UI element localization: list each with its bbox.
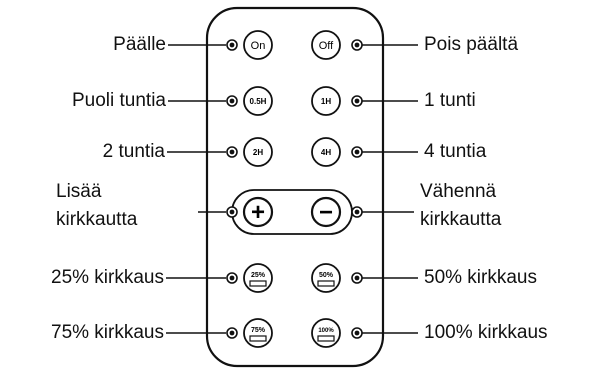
brightness-25-bar-icon bbox=[249, 280, 267, 287]
on-button-label: On bbox=[251, 40, 266, 52]
brightness-100-button[interactable]: 100% bbox=[311, 318, 341, 348]
increase-brightness-button-label: + bbox=[251, 199, 265, 226]
label-two-hours: 2 tuntia bbox=[102, 141, 165, 162]
off-button[interactable]: Off bbox=[311, 30, 341, 60]
brightness-50-button-label: 50% bbox=[319, 272, 334, 279]
label-four-hours: 4 tuntia bbox=[424, 141, 487, 162]
indicator-dots bbox=[226, 39, 363, 339]
remote-body bbox=[205, 6, 385, 368]
leader-lines bbox=[166, 44, 418, 334]
label-brightness-25: 25% kirkkaus bbox=[51, 267, 164, 288]
brightness-50-bar-icon bbox=[317, 280, 335, 287]
label-half-hour: Puoli tuntia bbox=[71, 90, 166, 111]
half-hour-button-label: 0.5H bbox=[250, 97, 267, 106]
decrease-brightness-button[interactable]: − bbox=[310, 196, 342, 228]
four-hours-button[interactable]: 4H bbox=[311, 137, 341, 167]
increase-brightness-button[interactable]: + bbox=[242, 196, 274, 228]
label-increase-brightness: Lisää kirkkautta bbox=[56, 181, 138, 230]
two-hours-button[interactable]: 2H bbox=[243, 137, 273, 167]
brightness-100-bar-icon bbox=[317, 335, 335, 342]
label-brightness-100: 100% kirkkaus bbox=[424, 322, 548, 343]
brightness-25-button-label: 25% bbox=[251, 272, 266, 279]
brightness-75-button-label: 75% bbox=[251, 327, 266, 334]
brightness-100-button-label: 100% bbox=[318, 328, 334, 334]
label-decrease-brightness: Vähennä kirkkautta bbox=[420, 181, 502, 230]
brightness-50-button[interactable]: 50% bbox=[311, 263, 341, 293]
two-hours-button-label: 2H bbox=[253, 148, 263, 157]
on-button[interactable]: On bbox=[243, 30, 273, 60]
half-hour-button[interactable]: 0.5H bbox=[243, 86, 273, 116]
label-on: Päälle bbox=[113, 34, 166, 55]
brightness-75-button[interactable]: 75% bbox=[243, 318, 273, 348]
decrease-brightness-button-label: − bbox=[319, 199, 333, 226]
off-button-label: Off bbox=[319, 40, 334, 52]
four-hours-button-label: 4H bbox=[321, 148, 331, 157]
label-one-hour: 1 tunti bbox=[424, 90, 476, 111]
label-brightness-75: 75% kirkkaus bbox=[51, 322, 164, 343]
one-hour-button-label: 1H bbox=[321, 97, 331, 106]
one-hour-button[interactable]: 1H bbox=[311, 86, 341, 116]
label-brightness-50: 50% kirkkaus bbox=[424, 267, 537, 288]
brightness-75-bar-icon bbox=[249, 335, 267, 342]
brightness-25-button[interactable]: 25% bbox=[243, 263, 273, 293]
label-off: Pois päältä bbox=[424, 34, 519, 55]
